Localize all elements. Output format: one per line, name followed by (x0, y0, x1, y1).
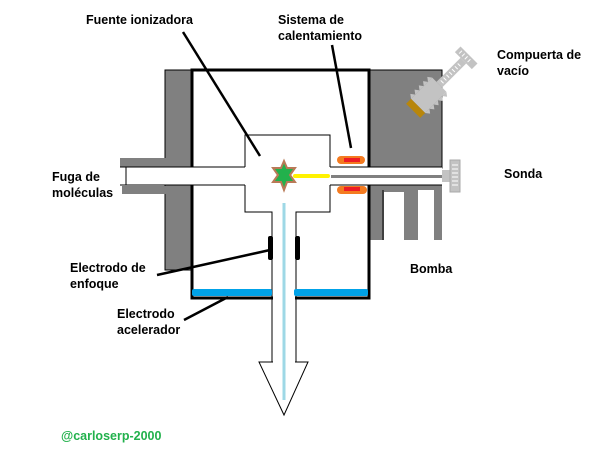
label-leak-line1: Fuga de (52, 170, 100, 184)
label-focus-line1: Electrodo de (70, 261, 146, 275)
leader-heating (330, 44, 353, 149)
label-vacuum-gate-line2: vacío (497, 64, 529, 78)
label-heating-line1: Sistema de (278, 13, 344, 27)
left-inlet-wall-top (120, 158, 192, 167)
label-leak-line2: moléculas (52, 186, 113, 200)
label-probe: Sonda (504, 167, 543, 181)
watermark: @carloserp-2000 (61, 429, 161, 443)
heater-bottom-core (344, 187, 360, 191)
heater-top-core (344, 158, 360, 162)
probe-rod (331, 175, 442, 178)
leader-ion-source (181, 31, 262, 157)
label-ion-source: Fuente ionizadora (86, 13, 194, 27)
label-heating-line2: calentamiento (278, 29, 362, 43)
label-focus-line2: enfoque (70, 277, 119, 291)
label-accelerator-line2: acelerador (117, 323, 180, 337)
vacuum-gate-valve-icon (406, 46, 478, 118)
focus-electrode-right (295, 236, 300, 260)
pump-channel-1 (384, 192, 404, 240)
label-vacuum-gate-line1: Compuerta de (497, 48, 581, 62)
pump-channel-2 (418, 190, 434, 240)
label-accelerator-line1: Electrodo (117, 307, 175, 321)
left-inlet-wall-bottom (122, 186, 192, 194)
accelerator-electrode-right (294, 289, 368, 296)
probe-knob (449, 159, 461, 193)
probe-knob-ridges (452, 164, 458, 186)
label-pump: Bomba (410, 262, 453, 276)
focus-electrode-left (268, 236, 273, 260)
ion-source-star-icon (271, 158, 297, 193)
accelerator-electrode-left (192, 289, 272, 296)
leader-focus (156, 248, 271, 277)
probe-knob-stem (442, 170, 450, 182)
leader-accelerator (183, 295, 229, 322)
